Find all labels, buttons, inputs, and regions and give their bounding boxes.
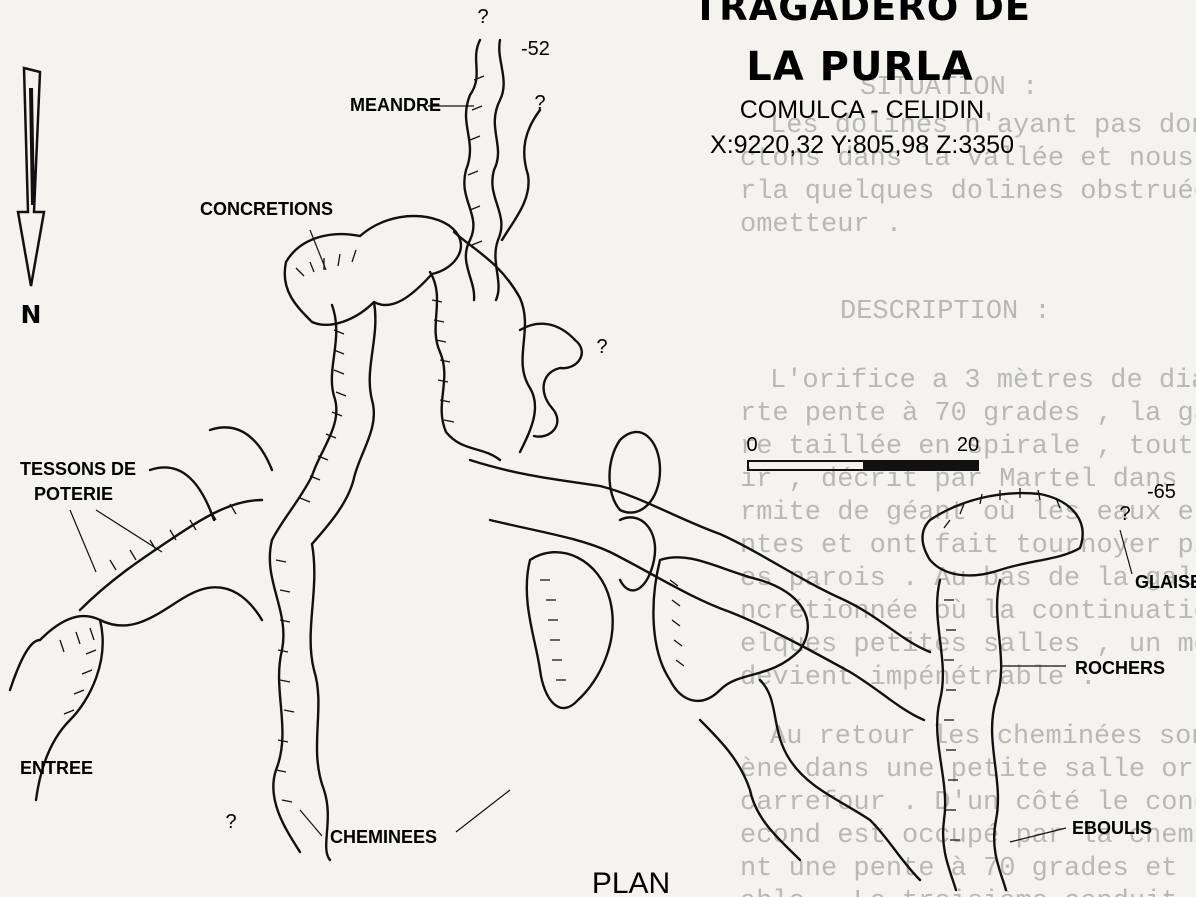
- question-mark-top: ?: [477, 6, 488, 28]
- leader-tessons: [69, 509, 163, 573]
- question-mark-right: ?: [1119, 503, 1130, 525]
- depth-top: -52: [521, 38, 550, 60]
- label-entree: ENTREE: [20, 758, 93, 778]
- plan-label: PLAN: [592, 867, 670, 897]
- label-tessons-line2: POTERIE: [34, 484, 113, 504]
- label-eboulis: EBOULIS: [1072, 818, 1152, 838]
- location-subtitle: COMULCA - CELIDIN: [740, 96, 984, 124]
- leader-concretions: [309, 229, 327, 271]
- scale-start-label: 0: [746, 434, 757, 456]
- leader-glaise: [1119, 529, 1133, 575]
- label-meandre: MEANDRE: [350, 95, 441, 115]
- cave-passages: [8, 38, 1084, 892]
- scale-end-label: 20: [957, 434, 979, 456]
- depth-right: -65: [1147, 481, 1176, 503]
- north-arrow-icon: [16, 66, 46, 287]
- title-line-2: LA PURLA: [746, 44, 973, 90]
- label-cheminees: CHEMINEES: [330, 827, 437, 847]
- label-concretions: CONCRETIONS: [200, 199, 333, 219]
- title-line-1: TRAGADERO DE: [693, 0, 1031, 29]
- question-mark-meandre: ?: [534, 92, 545, 114]
- label-glaise: GLAISE: [1135, 572, 1196, 592]
- slope-hachures: [59, 75, 1061, 841]
- scale-bar: [747, 460, 979, 471]
- north-label: N: [21, 300, 42, 329]
- label-tessons-line1: TESSONS DE: [20, 459, 136, 479]
- coordinates: X:9220,32 Y:805,98 Z:3350: [710, 131, 1014, 159]
- label-rochers: ROCHERS: [1075, 658, 1165, 678]
- question-mark-east: ?: [596, 336, 607, 358]
- leader-eboulis: [1009, 827, 1067, 843]
- question-mark-bottom: ?: [225, 811, 236, 833]
- leader-cheminees: [299, 789, 511, 837]
